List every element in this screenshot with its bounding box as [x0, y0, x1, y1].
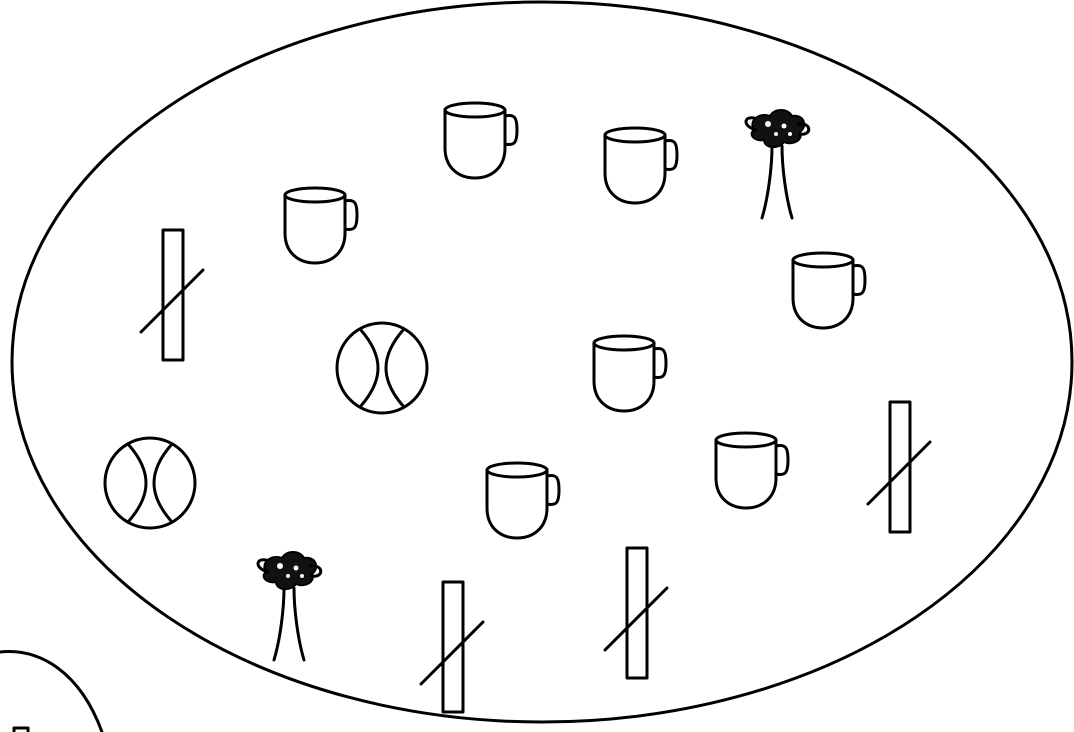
small-partial-circle	[0, 652, 102, 732]
mug-icon	[716, 433, 788, 508]
mug-icon	[605, 128, 677, 203]
crossed-bar-icon	[605, 548, 667, 678]
mug-icon	[445, 103, 517, 178]
crossed-bar-icon	[421, 582, 483, 712]
mug-icon	[285, 188, 357, 263]
mug-icon	[793, 253, 865, 328]
tree-icon	[746, 110, 809, 218]
partial-bar-in-small-circle	[14, 728, 28, 732]
tree-icon	[258, 552, 321, 660]
circle-arcs-icon	[105, 438, 195, 528]
circle-arcs-icon	[337, 323, 427, 413]
large-oval	[12, 2, 1072, 722]
mug-icon	[594, 336, 666, 411]
crossed-bar-icon	[868, 402, 930, 532]
crossed-bar-icon	[141, 230, 203, 360]
mug-icon	[487, 463, 559, 538]
